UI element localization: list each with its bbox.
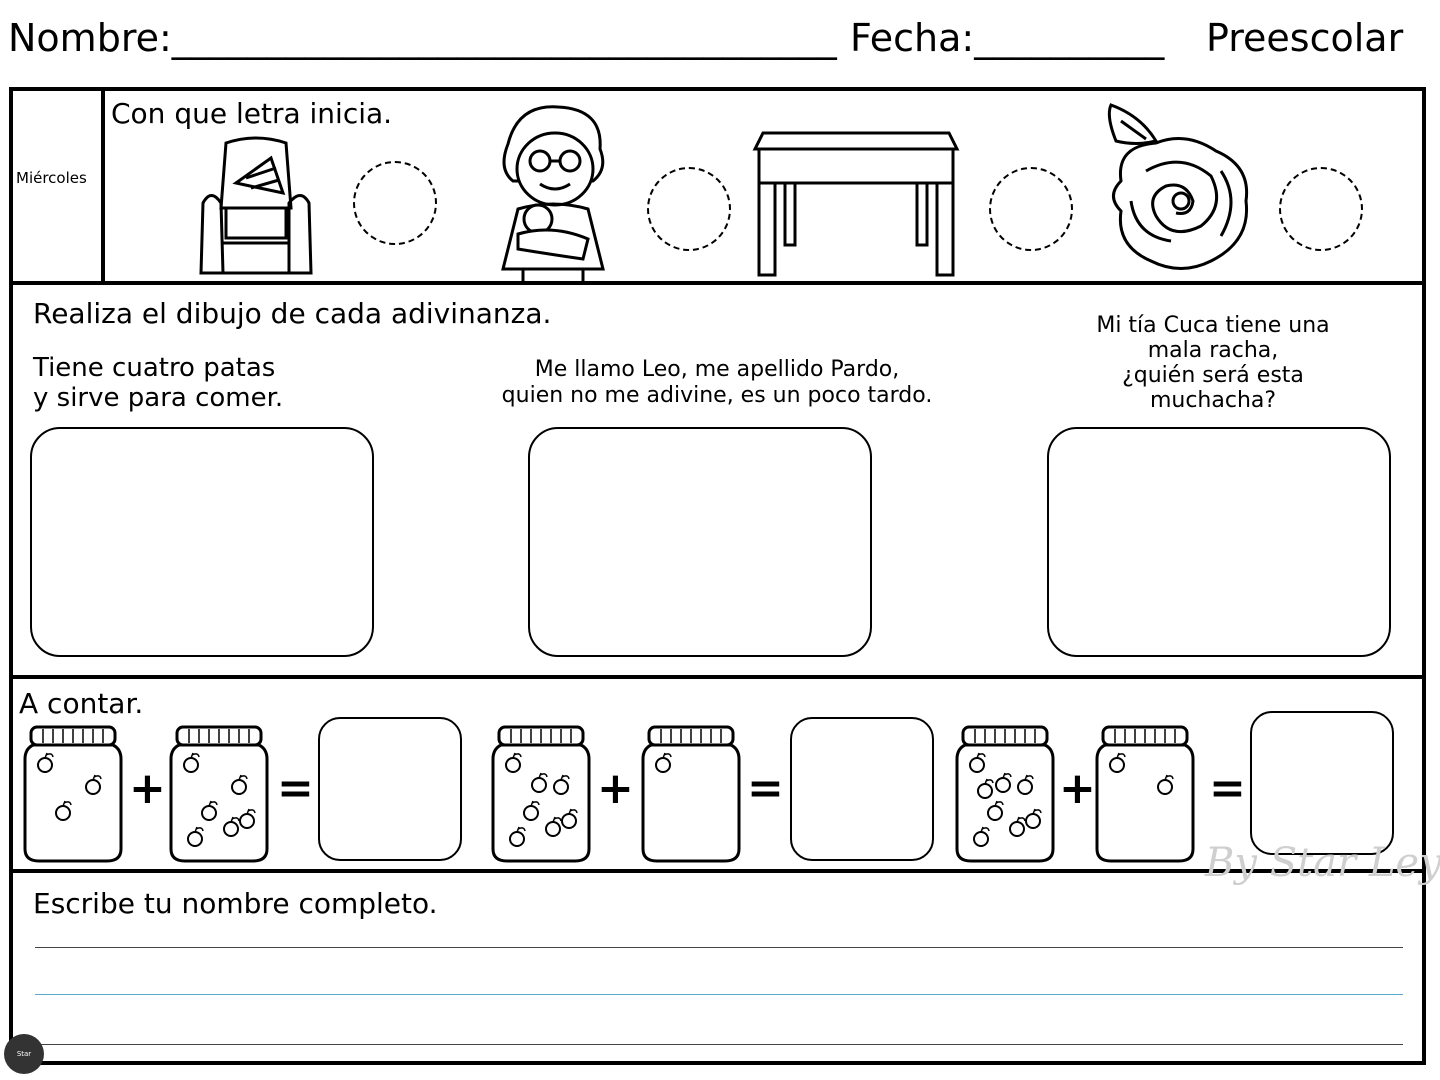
grade-level-label: Preescolar bbox=[1206, 16, 1404, 60]
grandma-with-baby-icon bbox=[501, 105, 605, 281]
apple-icon bbox=[505, 752, 522, 773]
worksheet-frame: Miércoles Con que letra inicia. bbox=[9, 87, 1426, 1065]
jar-icon bbox=[491, 725, 591, 863]
day-label: Miércoles bbox=[16, 169, 87, 187]
riddle-1-line: Tiene cuatro patas bbox=[33, 353, 276, 383]
armchair-icon bbox=[199, 136, 313, 275]
sum-answer-box[interactable] bbox=[1250, 711, 1394, 855]
worksheet-header: Nombre:_________________________________… bbox=[8, 12, 1432, 64]
jar-icon bbox=[641, 725, 741, 863]
equals-sign: = bbox=[1209, 763, 1246, 814]
jar-icon bbox=[169, 725, 269, 863]
apple-icon bbox=[561, 808, 578, 829]
apple-icon bbox=[973, 826, 990, 847]
riddle-3-line: ¿quién será esta bbox=[1122, 363, 1304, 388]
section4-title: Escribe tu nombre completo. bbox=[33, 887, 438, 920]
letter-answer-circle[interactable] bbox=[647, 167, 731, 251]
letter-answer-circle[interactable] bbox=[989, 167, 1073, 251]
writing-line-middle[interactable] bbox=[35, 994, 1403, 995]
apple-icon bbox=[977, 778, 994, 799]
plus-sign: + bbox=[1059, 763, 1096, 814]
apple-icon bbox=[201, 800, 218, 821]
apple-icon bbox=[553, 774, 570, 795]
apple-icon bbox=[1025, 808, 1042, 829]
riddle-1-line: y sirve para comer. bbox=[33, 383, 284, 413]
riddle-3-line: muchacha? bbox=[1149, 388, 1277, 413]
apple-icon bbox=[223, 816, 240, 837]
riddle-3-drawing-box[interactable] bbox=[1047, 427, 1391, 657]
equals-sign: = bbox=[277, 763, 314, 814]
section-divider-1 bbox=[13, 281, 1422, 285]
apple-icon bbox=[37, 752, 54, 773]
plus-sign: + bbox=[597, 763, 634, 814]
name-field-label[interactable]: Nombre:_________________________________… bbox=[8, 16, 837, 60]
riddle-3: Mi tía Cuca tiene una mala racha, ¿quién… bbox=[1063, 313, 1363, 413]
apple-icon bbox=[1157, 774, 1174, 795]
section2-title: Realiza el dibujo de cada adivinanza. bbox=[33, 297, 552, 330]
apple-icon bbox=[655, 752, 672, 773]
table-icon bbox=[752, 131, 960, 277]
equals-sign: = bbox=[747, 763, 784, 814]
apple-icon bbox=[239, 808, 256, 829]
apple-icon bbox=[531, 772, 548, 793]
apple-icon bbox=[509, 826, 526, 847]
apple-icon bbox=[969, 752, 986, 773]
riddle-1-drawing-box[interactable] bbox=[30, 427, 374, 657]
apple-icon bbox=[85, 774, 102, 795]
apple-icon bbox=[183, 752, 200, 773]
riddle-2-line: Me llamo Leo, me apellido Pardo, bbox=[534, 357, 900, 382]
jar-icon bbox=[955, 725, 1055, 863]
letter-answer-circle[interactable] bbox=[353, 161, 437, 245]
jar-icon bbox=[23, 725, 123, 863]
apple-icon bbox=[545, 816, 562, 837]
writing-line-top[interactable] bbox=[35, 947, 1403, 948]
day-column-divider bbox=[101, 91, 105, 281]
apple-icon bbox=[1017, 774, 1034, 795]
riddle-2-drawing-box[interactable] bbox=[528, 427, 872, 657]
sum-answer-box[interactable] bbox=[790, 717, 934, 861]
author-watermark: By Star Leyva bbox=[1205, 840, 1440, 886]
riddle-3-line: mala racha, bbox=[1147, 338, 1279, 363]
apple-icon bbox=[187, 826, 204, 847]
letter-answer-circle[interactable] bbox=[1279, 167, 1363, 251]
riddle-1: Tiene cuatro patas y sirve para comer. bbox=[33, 353, 283, 413]
apple-icon bbox=[995, 772, 1012, 793]
riddle-2: Me llamo Leo, me apellido Pardo, quien n… bbox=[453, 357, 981, 409]
section-divider-3 bbox=[13, 869, 1422, 873]
brand-logo: Star bbox=[4, 1034, 44, 1074]
apple-icon bbox=[523, 800, 540, 821]
sum-answer-box[interactable] bbox=[318, 717, 462, 861]
rose-icon bbox=[1107, 103, 1249, 270]
apple-icon bbox=[55, 800, 72, 821]
jar-icon bbox=[1095, 725, 1195, 863]
section-divider-2 bbox=[13, 675, 1422, 679]
writing-line-bottom[interactable] bbox=[35, 1044, 1403, 1045]
date-field-label[interactable]: Fecha:__________ bbox=[850, 16, 1165, 60]
apple-icon bbox=[1009, 816, 1026, 837]
apple-icon bbox=[987, 800, 1004, 821]
riddle-3-line: Mi tía Cuca tiene una bbox=[1096, 313, 1330, 338]
riddle-2-line: quien no me adivine, es un poco tardo. bbox=[501, 383, 933, 408]
section1-title: Con que letra inicia. bbox=[111, 97, 393, 130]
section3-title: A contar. bbox=[19, 687, 144, 720]
plus-sign: + bbox=[129, 763, 166, 814]
apple-icon bbox=[231, 774, 248, 795]
apple-icon bbox=[1109, 752, 1126, 773]
